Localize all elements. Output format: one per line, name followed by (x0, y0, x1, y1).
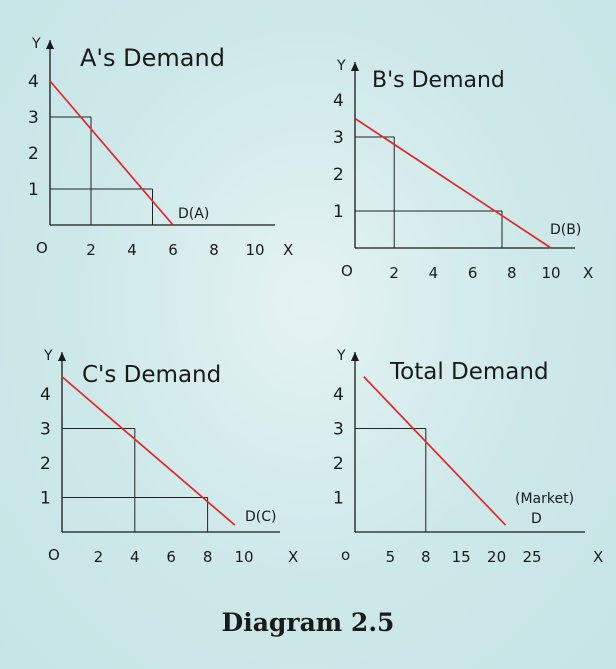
x-tick-label: 10 (541, 264, 560, 282)
origin-label: O (36, 239, 48, 257)
x-tick-label: 6 (468, 264, 478, 282)
y-tick-label: 3 (28, 108, 39, 128)
y-tick-label: 2 (333, 454, 344, 474)
y-tick-label: 1 (333, 489, 344, 509)
x-tick-label: 20 (487, 548, 506, 566)
x-tick-label: 2 (86, 241, 96, 259)
y-axis-arrow (46, 40, 54, 49)
x-tick-label: 10 (245, 241, 264, 259)
y-tick-label: 4 (40, 385, 51, 405)
demand-curve (354, 117, 552, 249)
demand-curve (49, 80, 174, 226)
chart-title: Total Demand (389, 359, 549, 385)
curve-label: D(A) (178, 206, 209, 222)
chart-title: C's Demand (82, 362, 221, 388)
curve-label: D (531, 511, 542, 527)
x-tick-label: 6 (168, 241, 178, 259)
x-tick-label: 15 (452, 548, 471, 566)
curve-label: (Market) (515, 491, 574, 507)
origin-label: O (48, 546, 60, 564)
y-tick-label: 4 (333, 385, 344, 405)
y-tick-label: 3 (40, 420, 51, 440)
origin-label: O (341, 262, 353, 280)
curve-label: D(C) (245, 509, 276, 525)
x-tick-label: 2 (94, 548, 104, 566)
y-tick-label: 2 (333, 165, 344, 185)
y-tick-label: 2 (40, 454, 51, 474)
y-tick-label: 4 (28, 72, 39, 92)
curve-label: D(B) (550, 222, 581, 238)
y-axis-arrow (351, 352, 359, 361)
x-axis-label: X (283, 241, 293, 259)
y-tick-label: 1 (28, 180, 39, 200)
figure-caption: Diagram 2.5 (221, 608, 395, 637)
x-tick-label: 4 (127, 241, 137, 259)
x-tick-label: 8 (421, 548, 431, 566)
x-tick-label: 4 (130, 548, 140, 566)
y-axis-label: Y (31, 36, 41, 52)
x-tick-label: 4 (429, 264, 439, 282)
x-tick-label: 8 (507, 264, 517, 282)
chart-panel-4: Y Xo 1 2 3 4 5 8 15 20 25 Total Demand (Market) D (333, 348, 603, 566)
y-tick-label: 3 (333, 420, 344, 440)
x-axis-label: X (593, 548, 603, 566)
y-axis-arrow (58, 352, 66, 361)
x-tick-label: 5 (386, 548, 396, 566)
y-axis-label: Y (336, 58, 346, 74)
y-axis-label: Y (336, 348, 346, 364)
y-tick-label: 4 (333, 91, 344, 111)
x-axis-label: X (583, 264, 593, 282)
origin-label: o (341, 546, 350, 564)
x-tick-label: 8 (209, 241, 219, 259)
y-tick-label: 2 (28, 144, 39, 164)
x-tick-label: 2 (389, 264, 399, 282)
y-axis-arrow (351, 62, 359, 71)
x-tick-label: 6 (166, 548, 176, 566)
chart-title: B's Demand (372, 68, 505, 93)
y-tick-label: 1 (333, 202, 344, 222)
x-tick-label: 8 (203, 548, 213, 566)
chart-title: A's Demand (80, 44, 225, 72)
x-axis-label: X (288, 548, 298, 566)
y-tick-label: 1 (40, 489, 51, 509)
x-tick-label: 10 (234, 548, 253, 566)
demand-curve (363, 376, 507, 526)
y-axis-label: Y (43, 348, 53, 364)
x-tick-label: 25 (522, 548, 541, 566)
demand-curve (61, 376, 236, 526)
y-tick-label: 3 (333, 128, 344, 148)
